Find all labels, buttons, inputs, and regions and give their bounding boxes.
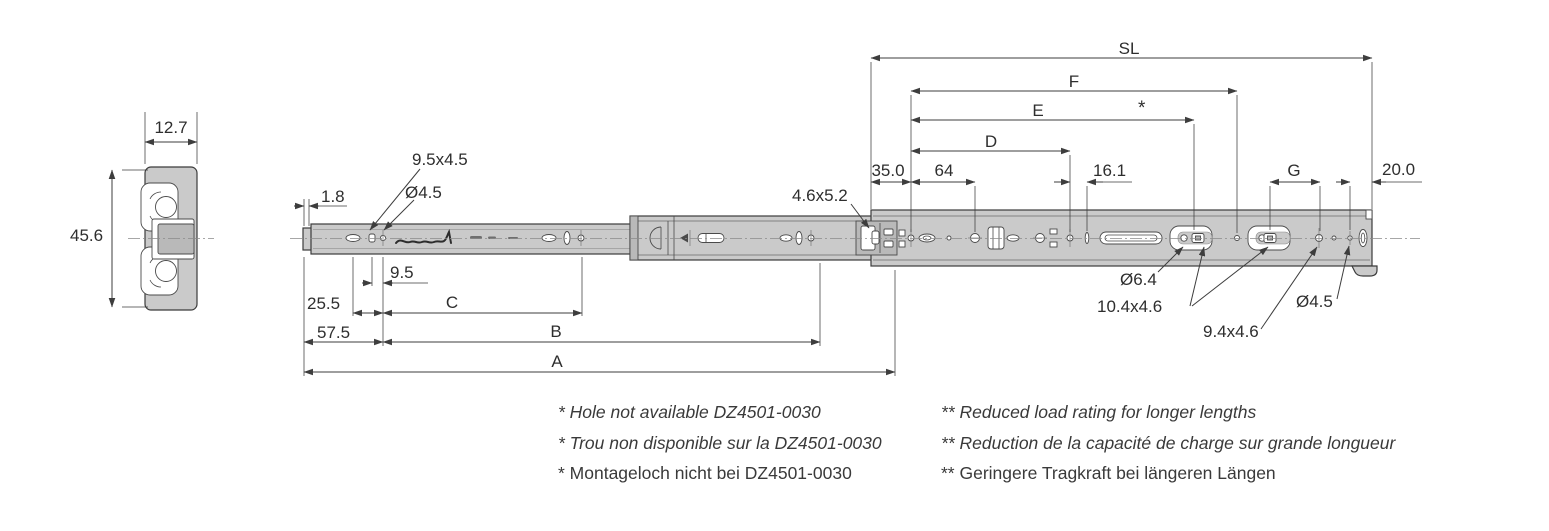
dim-label-dia-4-5-left: Ø4.5 — [405, 183, 442, 202]
footnote-right-fr: ** Reduction de la capacité de charge su… — [941, 433, 1396, 453]
inner-member — [302, 223, 664, 255]
dim-label-e: E — [1032, 101, 1044, 120]
dim-label-sl: SL — [1118, 39, 1140, 58]
dim-label-35-0: 35.0 — [871, 161, 905, 180]
dim-label-slot-9-4x4-6: 9.4x4.6 — [1203, 322, 1259, 341]
dim-label-b: B — [550, 322, 562, 341]
footnote-left-en: * Hole not available DZ4501-0030 — [558, 402, 821, 422]
dim-label-64: 64 — [934, 161, 954, 180]
footnote-left-fr: * Trou non disponible sur la DZ4501-0030 — [558, 433, 882, 453]
dim-label-slot-10-4x4-6: 10.4x4.6 — [1097, 297, 1163, 316]
dim-label-width-12-7: 12.7 — [154, 118, 188, 137]
dim-label-9-5: 9.5 — [390, 263, 414, 282]
brand-engraving — [395, 228, 452, 244]
dim-label-f: F — [1068, 72, 1080, 91]
footnote-left-de: * Montageloch nicht bei DZ4501-0030 — [558, 463, 852, 483]
dim-label-57-5: 57.5 — [317, 323, 351, 342]
dim-label-g: G — [1287, 161, 1301, 180]
outer-member — [855, 209, 1378, 277]
dim-label-c: C — [445, 293, 459, 312]
side-view-rail — [302, 209, 1378, 277]
dim-label-height-45-6: 45.6 — [70, 226, 104, 245]
dim-label-a: A — [551, 352, 563, 371]
footnote-marker-star: * — [1138, 98, 1146, 119]
footnote-right-de: ** Geringere Tragkraft bei längeren Läng… — [941, 463, 1276, 483]
dim-label-dia-6-4: Ø6.4 — [1120, 270, 1157, 289]
dim-label-dia-4-5-right: Ø4.5 — [1296, 292, 1333, 311]
dim-label-d: D — [984, 132, 998, 151]
dim-label-16-1: 16.1 — [1093, 161, 1127, 180]
dim-label-1-8: 1.8 — [321, 187, 345, 206]
footnote-right-en: ** Reduced load rating for longer length… — [941, 402, 1257, 422]
leader-lines — [369, 168, 1351, 330]
dim-label-slot-9-5x4-5: 9.5x4.5 — [412, 150, 468, 169]
dimension-lines — [108, 54, 1422, 376]
dim-label-slot-4-6x5-2: 4.6x5.2 — [792, 186, 848, 205]
dim-label-25-5: 25.5 — [307, 294, 341, 313]
dim-label-20-0: 20.0 — [1382, 160, 1416, 179]
mounting-foot — [1351, 265, 1378, 277]
